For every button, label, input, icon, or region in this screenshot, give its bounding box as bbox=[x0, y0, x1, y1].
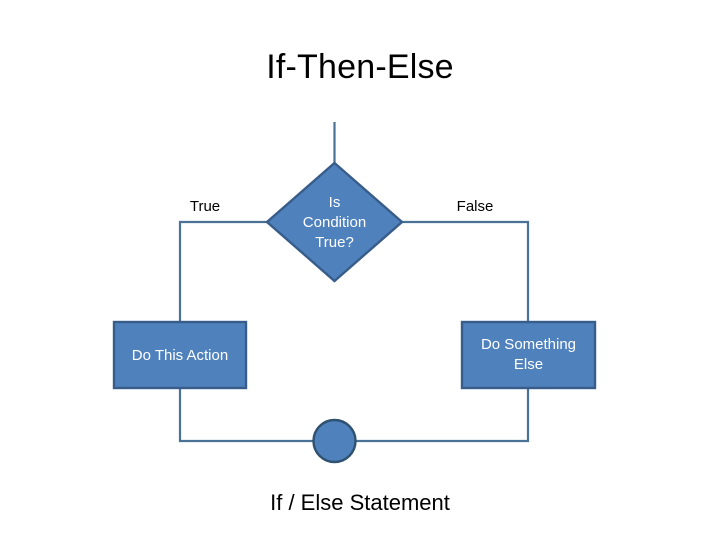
process-right-shape[interactable] bbox=[460, 320, 597, 390]
branch-label-false: False bbox=[456, 198, 494, 215]
page-title: If-Then-Else bbox=[266, 48, 454, 86]
left-merge-connector bbox=[178, 389, 334, 443]
right-merge-connector bbox=[334, 389, 530, 443]
process-left-shape[interactable] bbox=[112, 320, 248, 390]
merge-circle-shape[interactable] bbox=[312, 418, 357, 464]
diagram-caption: If / Else Statement bbox=[270, 490, 450, 515]
branch-label-true: True bbox=[189, 198, 221, 215]
false-branch-connector bbox=[402, 220, 530, 322]
true-branch-connector bbox=[178, 220, 267, 322]
decision-diamond-shape[interactable] bbox=[265, 161, 404, 283]
